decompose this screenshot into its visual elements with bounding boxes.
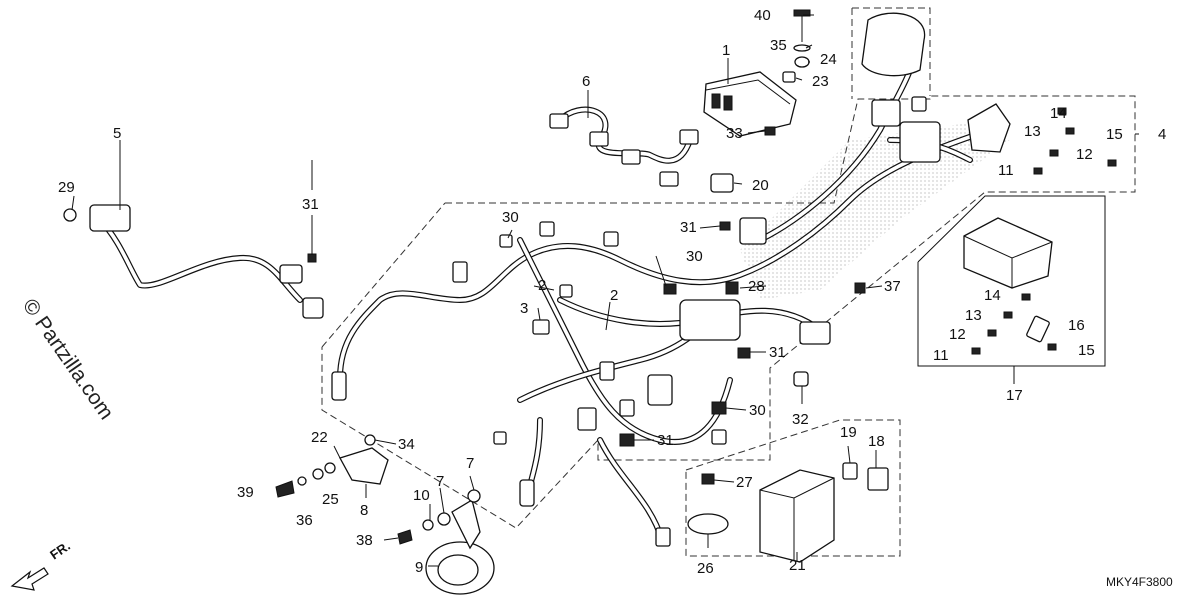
callout-31c: 31 <box>769 344 786 361</box>
callout-24: 24 <box>820 51 837 68</box>
main-harness-outline <box>321 95 1136 529</box>
front-label: FR. <box>47 538 73 562</box>
main-wire-harness <box>331 67 993 547</box>
callout-30b: 30 <box>686 248 703 265</box>
callout-29: 29 <box>58 179 75 196</box>
callout-30c: 30 <box>749 402 766 419</box>
callout-14b: 14 <box>984 287 1001 304</box>
callout-6: 6 <box>582 73 590 90</box>
callout-17: 17 <box>1006 387 1023 404</box>
callout-27: 27 <box>736 474 753 491</box>
callout-31b: 31 <box>680 219 697 236</box>
callout-2a: 2 <box>538 277 546 294</box>
callout-5: 5 <box>113 125 121 142</box>
callout-30a: 30 <box>502 209 519 226</box>
callout-40: 40 <box>754 7 771 24</box>
callout-25: 25 <box>322 491 339 508</box>
part-9-horn <box>425 498 495 595</box>
callout-10: 10 <box>413 487 430 504</box>
callout-22: 22 <box>311 429 328 446</box>
callout-23: 23 <box>812 73 829 90</box>
battery-group-outline <box>917 195 1106 367</box>
callout-7b: 7 <box>466 455 474 472</box>
callout-13a: 13 <box>1024 123 1041 140</box>
front-arrow-icon: FR. <box>10 538 73 591</box>
part-21-ecu <box>759 469 835 563</box>
part-18-relay <box>867 467 889 491</box>
callout-14a: 14 <box>1050 105 1067 122</box>
top-fasteners <box>764 9 811 136</box>
callout-36: 36 <box>296 512 313 529</box>
callout-2b: 2 <box>610 287 618 304</box>
part-1-control-unit <box>703 71 797 137</box>
callout-7a: 7 <box>436 473 444 490</box>
callout-35: 35 <box>770 37 787 54</box>
ecu-group-outline <box>685 419 901 557</box>
part-8-bracket <box>275 434 389 498</box>
callout-31d: 31 <box>657 432 674 449</box>
callout-34: 34 <box>398 436 415 453</box>
part-6-harness <box>549 106 699 187</box>
callout-16: 16 <box>1068 317 1085 334</box>
harness-clips <box>307 221 866 485</box>
horn-bracket-hardware <box>397 489 481 545</box>
callout-33: 33 <box>726 125 743 142</box>
part-20-relay <box>710 173 734 193</box>
leader-lines <box>71 14 1139 567</box>
battery <box>963 217 1053 289</box>
harness-shading <box>740 120 1010 300</box>
callout-37: 37 <box>884 278 901 295</box>
battery-terminals <box>971 107 1117 355</box>
callout-39: 39 <box>237 484 254 501</box>
callout-8: 8 <box>360 502 368 519</box>
callout-15b: 15 <box>1078 342 1095 359</box>
callout-13b: 13 <box>965 307 982 324</box>
callout-26: 26 <box>697 560 714 577</box>
callout-38: 38 <box>356 532 373 549</box>
diagram-code: MKY4F3800 <box>1106 575 1173 589</box>
part-5-sub-harness <box>63 204 324 319</box>
callout-11a: 11 <box>998 162 1014 179</box>
callout-3: 3 <box>520 300 528 317</box>
callout-1: 1 <box>722 42 730 59</box>
callout-12a: 12 <box>1076 146 1093 163</box>
part-26-band <box>687 513 729 535</box>
callout-12b: 12 <box>949 326 966 343</box>
watermark: © Partzilla.com <box>18 295 118 424</box>
callout-labels: 1 2 2 3 4 5 6 7 7 8 9 10 11 11 12 12 13 … <box>58 7 1166 577</box>
callout-15a: 15 <box>1106 126 1123 143</box>
upper-right-unit <box>861 12 1011 153</box>
upper-right-group-outline <box>851 7 931 99</box>
callout-32: 32 <box>792 411 809 428</box>
callout-20: 20 <box>752 177 769 194</box>
callout-18: 18 <box>868 433 885 450</box>
callout-4: 4 <box>1158 126 1166 143</box>
callout-19: 19 <box>840 424 857 441</box>
callout-21: 21 <box>789 557 806 574</box>
callout-28: 28 <box>748 278 765 295</box>
callout-11b: 11 <box>933 347 949 364</box>
callout-9: 9 <box>415 559 423 576</box>
part-19-fuse <box>842 462 858 480</box>
callout-31a: 31 <box>302 196 319 213</box>
